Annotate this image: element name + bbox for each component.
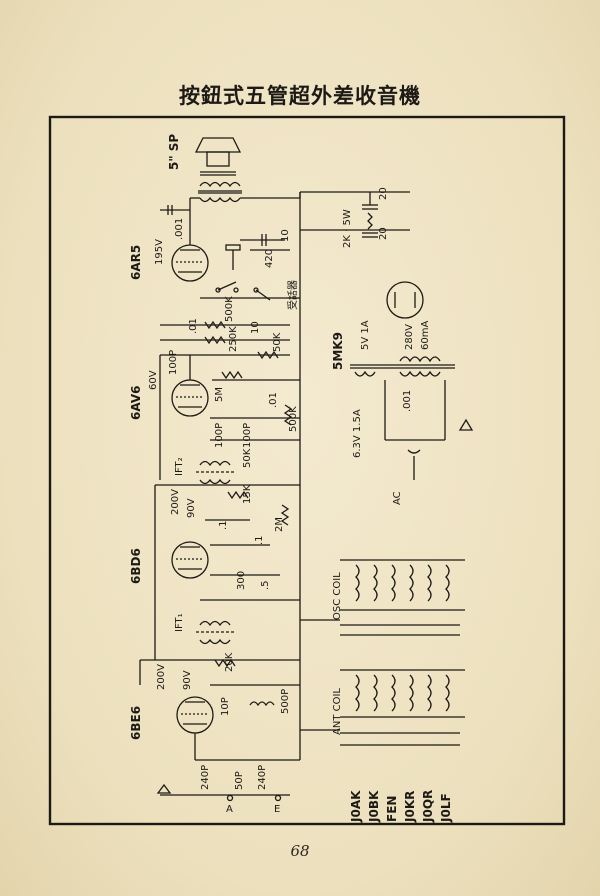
label-195v: 195V [154,239,165,265]
label-r420: 420 [264,249,275,268]
page-number: 68 [290,842,310,860]
label-r500k: 500K [224,296,235,322]
label-r2m: 2M [274,517,285,532]
label-r300: 300 [236,571,247,590]
label-terminal-a: A [226,804,233,815]
label-ac: AC [392,491,403,505]
tube-label-5mk9: 5MK9 [331,332,345,370]
tube-label-6be6: 6BE6 [129,706,143,740]
label-r250k: 250K [228,326,239,352]
label-r500k-b: 500K [288,406,299,432]
label-c240p-b: 240P [257,765,268,790]
label-ant-coil: ANT COIL [332,688,343,735]
tube-label-6av6: 6AV6 [129,386,143,420]
label-r20k: 20K [224,652,235,672]
label-c01b: .01 [268,392,279,408]
label-r15k: 15K [242,484,253,504]
ift1-transformer [196,620,236,645]
page-title: 按鈕式五管超外差收音機 [179,83,421,108]
label-90v-a: 90V [186,498,197,518]
label-c50p: 50P [234,771,245,790]
label-200v-b: 200V [156,664,167,690]
label-r5m: 5M [214,387,225,402]
label-200v-a: 200V [170,489,181,515]
button-label-j0bk: J0BK [367,790,381,823]
ift2-transformer [196,460,236,485]
label-c10a: 10 [280,229,291,242]
label-60v: 60V [148,370,159,390]
label-5v: 5V 1A [360,320,371,350]
label-c5: .5 [260,580,271,590]
tube-label-6ar5: 6AR5 [129,245,143,280]
label-c500p: 500P [280,689,291,714]
ac-plug-icon [407,449,421,454]
button-label-j0ak: J0AK [349,790,363,823]
label-c100p-c: 100P [242,423,253,448]
label-r50k-b: 50K [242,448,253,468]
switch-block [200,234,300,301]
label-switch-cn: 受話器 [286,280,299,310]
diagram-frame [48,115,566,826]
coil-array [355,564,450,712]
speaker-label: 5" SP [167,134,181,170]
label-c100p-a: 100P [168,350,179,375]
label-c240p-a: 240P [200,765,211,790]
speaker-symbol [194,137,242,176]
label-63v: 6.3V 1.5A [352,409,363,458]
label-c20b: 20 [378,227,389,240]
label-osc-coil: OSC COIL [332,572,343,620]
label-60ma: 60mA [420,321,431,350]
label-c1b: .1 [254,535,265,545]
label-r50k: 50K [272,332,283,352]
label-ift1: IFT₁ [174,613,185,632]
label-c001b: .001 [402,390,413,412]
button-label-j0qr: J0QR [421,790,435,823]
label-c001: .001 [174,218,185,240]
label-terminal-e: E [274,804,280,815]
label-c10b: 10 [250,321,261,334]
label-280v: 280V [404,324,415,350]
label-90v-b: 90V [182,670,193,690]
label-c100p-b: 100P [214,423,225,448]
button-label-j0lf: J0LF [439,793,453,823]
label-r2k: 2K · 5W [342,209,353,248]
power-transformer [350,356,455,377]
button-label-j0kr: J0KR [403,791,417,823]
label-c1a: .1 [218,520,229,530]
label-c20a: 20 [378,187,389,200]
tube-label-6bd6: 6BD6 [129,548,143,584]
terminal-a [226,794,234,802]
tube-5mk9 [386,281,424,319]
output-transformer [198,181,301,203]
button-label-fen: FEN [385,796,399,822]
tube-6bd6 [171,541,209,579]
terminal-e [274,794,282,802]
label-ift2: IFT₂ [174,457,185,476]
label-c01a: .01 [188,318,199,334]
label-c10p: 10P [220,697,231,716]
antenna-icon [156,783,172,794]
